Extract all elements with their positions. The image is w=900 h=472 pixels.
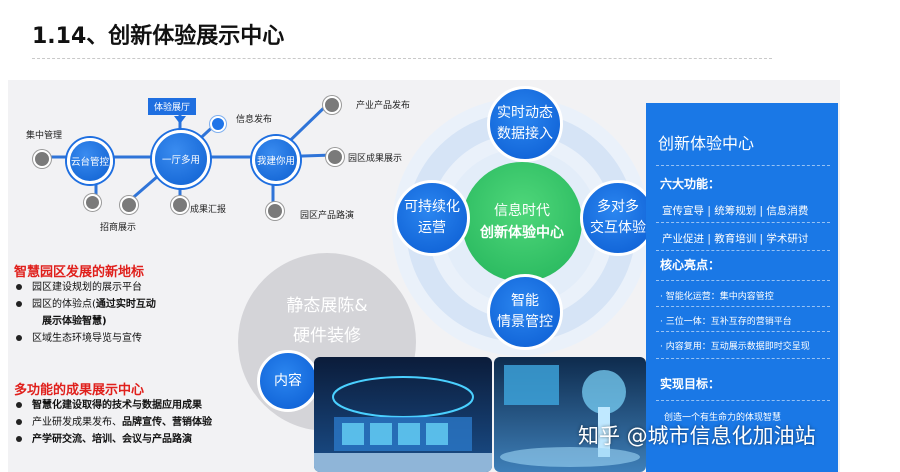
section2-heading: 多功能的成果展示中心 xyxy=(14,383,145,398)
section1-list: 园区建设规划的展示平台 园区的体验点(通过实时互动 展示体验智慧) 区域生态环境… xyxy=(16,279,156,347)
section1-heading: 智慧园区发展的新地标 xyxy=(14,265,145,280)
core-item-2: · 三位一体：互补互存的营销平台 xyxy=(660,317,792,327)
right-line2: 交互体验 xyxy=(590,220,646,236)
node-yuanqu-cg xyxy=(326,148,344,166)
node-yuanqu-cp xyxy=(266,202,284,220)
panel-divider xyxy=(656,400,830,401)
list-item: 区域生态环境导览与宣传 xyxy=(16,330,156,347)
top-line2: 数据接入 xyxy=(497,126,553,142)
funcs-line-1: 宣传宣导 | 统筹规划 | 信息消费 xyxy=(662,205,809,217)
goal-item-1: 创造一个有生命力的体现智慧 xyxy=(664,413,782,423)
label-chanye: 产业产品发布 xyxy=(356,101,411,111)
callout-tiyan: 体验展厅 xyxy=(148,98,197,115)
list-item: 智慧化建设取得的技术与数据应用成果 xyxy=(16,397,212,414)
section2-list: 智慧化建设取得的技术与数据应用成果 产业研发成果发布、品牌宣传、营销体验 产学研… xyxy=(16,397,212,448)
bottom-line2: 情景管控 xyxy=(497,314,553,330)
zhihu-watermark: 知乎 @城市信息化加油站 xyxy=(578,424,816,448)
panel-divider xyxy=(656,331,830,332)
hub-yuntai: 云台管控 xyxy=(67,138,113,184)
center-circle: 信息时代创新体验中心 xyxy=(462,162,582,282)
panel-divider xyxy=(656,165,830,166)
core-item-1: · 智能化运营：集中内容管控 xyxy=(660,292,774,302)
title-divider xyxy=(32,58,772,59)
funcs-line-2: 产业促进 | 教育培训 | 学术研讨 xyxy=(662,233,809,245)
label-yuanqu-cp: 园区产品路演 xyxy=(300,211,355,221)
label-zhaoshang: 招商展示 xyxy=(100,223,137,233)
smart-circle: 智能情景管控 xyxy=(487,274,563,350)
left-line1: 可持续化 xyxy=(404,199,460,215)
funcs-heading: 六大功能： xyxy=(660,177,721,191)
exhibit-photo-2-art xyxy=(494,357,646,472)
label-chengguo: 成果汇报 xyxy=(190,205,227,215)
right-line1: 多对多 xyxy=(597,199,639,215)
core-heading: 核心亮点： xyxy=(660,258,721,272)
list-item: 园区建设规划的展示平台 xyxy=(16,279,156,296)
node-gray-2 xyxy=(120,196,138,214)
top-line1: 实时动态 xyxy=(497,105,553,121)
left-line2: 运营 xyxy=(418,220,446,236)
exhibit-photo-1 xyxy=(314,357,492,472)
goal-heading: 实现目标： xyxy=(660,377,721,391)
page-title: 1.14、创新体验展示中心 xyxy=(32,24,285,49)
node-jizhong xyxy=(33,150,51,168)
bottom-line1: 智能 xyxy=(511,293,539,309)
static-line2: 硬件装修 xyxy=(293,326,361,346)
node-xinxi xyxy=(210,116,226,132)
core-item-3: · 内容复用：互动展示数据即时交呈现 xyxy=(660,342,810,352)
node-chengguo xyxy=(171,196,189,214)
panel-divider xyxy=(656,358,830,359)
panel-divider xyxy=(656,250,830,251)
panel-title: 创新体验中心 xyxy=(658,134,755,153)
center-line2: 创新体验中心 xyxy=(480,225,564,241)
exhibit-photo-1-art xyxy=(314,357,492,472)
label-xinxi: 信息发布 xyxy=(236,115,273,125)
center-line1: 信息时代 xyxy=(494,203,550,219)
list-item: 产业研发成果发布、品牌宣传、营销体验 xyxy=(16,414,212,431)
static-line1: 静态展陈& xyxy=(286,296,368,316)
panel-divider xyxy=(656,222,830,223)
label-jizhong: 集中管理 xyxy=(26,131,63,141)
content-circle: 内容 xyxy=(257,350,319,412)
exhibit-photo-2 xyxy=(494,357,646,472)
list-item: 展示体验智慧) xyxy=(42,316,107,327)
right-info-panel xyxy=(646,103,838,472)
node-chanye xyxy=(323,96,341,114)
list-item: 园区的体验点(通过实时互动 xyxy=(16,296,156,313)
sustain-circle: 可持续化运营 xyxy=(394,180,470,256)
realtime-circle: 实时动态数据接入 xyxy=(487,86,563,162)
label-yuanqu-cg: 园区成果展示 xyxy=(348,154,403,164)
hub-yiting: 一厅多用 xyxy=(152,130,210,188)
hub-wojian: 我建你用 xyxy=(252,136,300,184)
list-item: 产学研交流、培训、会议与产品路演 xyxy=(16,431,212,448)
node-zhaoshang xyxy=(84,194,101,211)
panel-divider xyxy=(656,280,830,281)
interact-circle: 多对多交互体验 xyxy=(580,180,656,256)
panel-divider xyxy=(656,306,830,307)
